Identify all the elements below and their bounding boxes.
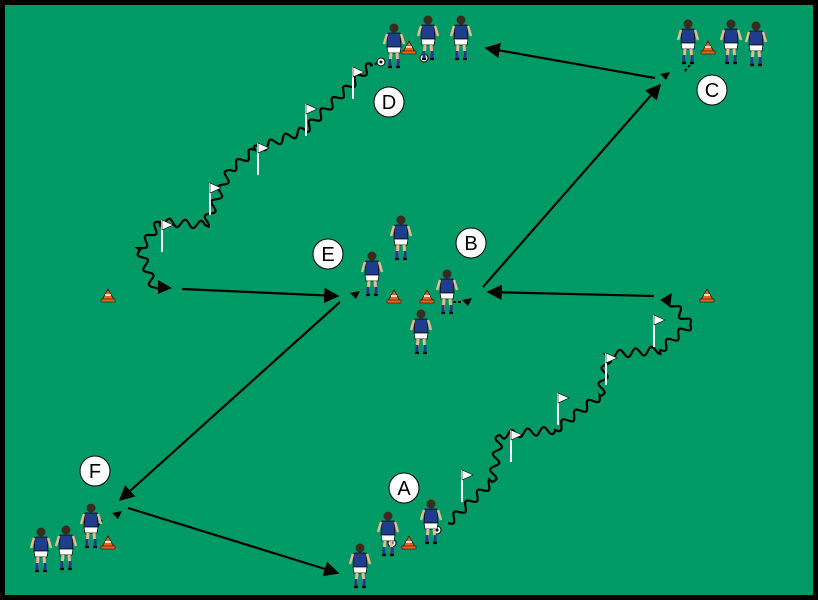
cone-icon — [386, 289, 402, 304]
station-label-b: B — [455, 227, 487, 259]
cone-icon — [419, 289, 435, 304]
flag-icon — [605, 352, 618, 385]
pass-arrow-c-to-d — [484, 42, 656, 80]
dash-line — [683, 64, 691, 73]
cone-icon — [401, 40, 417, 55]
ball-icon — [376, 57, 386, 67]
flag-icon — [461, 469, 474, 502]
station-label-f: F — [79, 455, 111, 487]
marker-triangle-icon — [660, 72, 670, 80]
flag-icon — [352, 66, 365, 99]
pitch — [5, 5, 813, 595]
cone-icon — [401, 535, 417, 550]
dribble-arrowhead-icon — [158, 280, 172, 294]
player-icon — [389, 215, 413, 261]
player-icon — [435, 269, 459, 315]
player-icon — [382, 23, 406, 69]
station-label-a: A — [388, 472, 420, 504]
players — [29, 15, 768, 589]
dash-line — [369, 61, 381, 67]
flag-icon — [305, 103, 318, 136]
player-icon — [54, 525, 78, 571]
cone-icon — [699, 288, 715, 303]
player-icon — [376, 511, 400, 557]
flags — [161, 66, 666, 502]
player-icon — [419, 499, 443, 545]
flag-icon — [557, 392, 570, 425]
player-icon — [409, 309, 433, 355]
pass-arrow-e-to-f — [118, 301, 341, 502]
player-icon — [360, 251, 384, 297]
player-icon — [416, 15, 440, 61]
dribble-path-d — [134, 62, 373, 290]
station-label-e: E — [312, 238, 344, 270]
pass-arrow-d-to-e — [181, 287, 340, 304]
player-icon — [744, 21, 768, 67]
marker-triangle-icon — [462, 298, 472, 306]
player-icon — [676, 19, 700, 65]
station-label-f-text: F — [89, 461, 101, 483]
cone-icon — [100, 535, 116, 550]
station-label-a-text: A — [397, 478, 411, 500]
pass-arrow-f-to-a — [127, 506, 340, 577]
station-label-d-text: D — [382, 92, 396, 114]
player-icon — [29, 527, 53, 573]
flag-icon — [510, 429, 523, 462]
player-icon — [79, 503, 103, 549]
marker-triangle-icon — [112, 511, 122, 519]
flag-icon — [653, 314, 666, 347]
pass-arrow-a-to-b — [486, 284, 655, 301]
station-label-e-text: E — [321, 244, 334, 266]
pass-arrow-b-to-c — [482, 83, 662, 288]
player-icon — [719, 19, 743, 65]
station-label-c: C — [696, 74, 728, 106]
flag-icon — [161, 219, 174, 252]
marker-triangle-icon — [350, 291, 360, 299]
station-label-c-text: C — [705, 80, 719, 102]
cones — [100, 40, 716, 550]
station-label-d: D — [373, 86, 405, 118]
cone-icon — [700, 40, 716, 55]
dribble-paths — [134, 62, 693, 525]
flag-icon — [257, 142, 270, 175]
cone-icon — [100, 288, 116, 303]
flag-icon — [209, 182, 222, 215]
station-label-b-text: B — [464, 233, 477, 255]
player-icon — [348, 543, 372, 589]
dribble-arrowhead-icon — [660, 293, 672, 307]
player-icon — [449, 15, 473, 61]
dribble-path-a — [447, 299, 693, 525]
